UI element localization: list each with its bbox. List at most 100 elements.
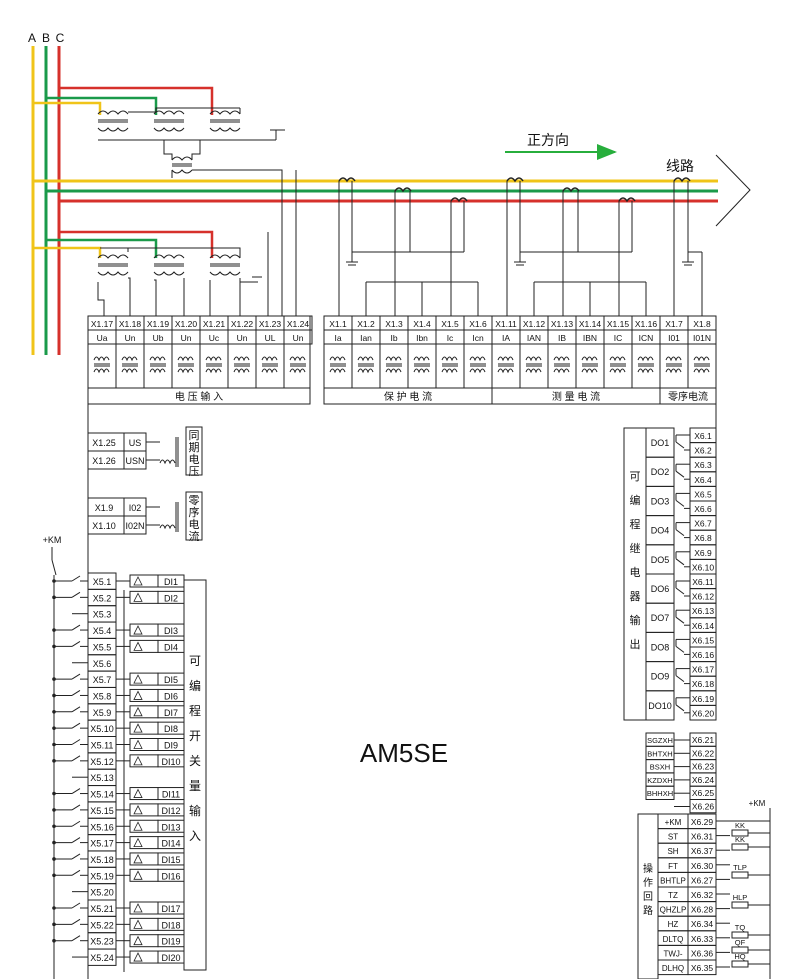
led-icon bbox=[133, 854, 143, 864]
binary-input-channel: DI9 bbox=[164, 741, 178, 751]
top-group-labels: 电 压 输 入保 护 电 流测 量 电 流零序电流 bbox=[87, 387, 717, 405]
signal-terminal: X6.24 bbox=[692, 775, 714, 785]
binary-input-channel: DI14 bbox=[161, 839, 180, 849]
signal-name: BHTXH bbox=[647, 749, 672, 758]
binary-input-label-char: 开 bbox=[189, 729, 201, 743]
relay-contact-icon bbox=[675, 441, 685, 449]
operation-label-char: 路 bbox=[643, 904, 653, 917]
input-contact-icon bbox=[71, 739, 81, 745]
operation-component-label: HQ bbox=[734, 952, 745, 961]
zero_seq_input-label-char: 零 bbox=[189, 494, 200, 507]
lower-pt-group bbox=[33, 230, 269, 316]
input-coil-icon bbox=[553, 368, 570, 374]
signal-terminal: X6.26 bbox=[692, 802, 714, 812]
operation-signal: HZ bbox=[668, 920, 679, 929]
binary-input-terminal: X5.16 bbox=[90, 822, 114, 832]
relay-output-label-char: 输 bbox=[630, 613, 641, 627]
operation-terminal: X6.37 bbox=[691, 846, 713, 856]
device-frame bbox=[87, 315, 717, 979]
terminal-signal: Un bbox=[125, 333, 136, 343]
input-coil-icon bbox=[469, 368, 486, 374]
zero_seq_input-label-char: 电 bbox=[189, 518, 200, 531]
terminal-signal: Ua bbox=[97, 333, 108, 343]
led-icon bbox=[133, 576, 143, 586]
relay-terminal: X6.13 bbox=[692, 606, 714, 616]
binary-input-channel: DI16 bbox=[161, 871, 180, 881]
operation-signal: SH bbox=[667, 847, 678, 856]
sync_voltage-label-box bbox=[185, 426, 203, 476]
led-icon bbox=[133, 821, 143, 831]
binary-input-label-char: 量 bbox=[189, 779, 201, 793]
input-contact-icon bbox=[71, 918, 81, 925]
relay-contact-icon bbox=[675, 704, 685, 712]
signal-output-block: SGZXHBHTXHBSXHKZDXHBHHXHX6.21X6.22X6.23X… bbox=[645, 732, 717, 814]
binary-input-terminal: X5.10 bbox=[90, 724, 114, 734]
operation-terminal: X6.34 bbox=[691, 919, 713, 929]
input-contact-icon bbox=[71, 640, 81, 647]
relay-terminal: X6.12 bbox=[692, 592, 714, 602]
terminal-signal: I01 bbox=[668, 333, 680, 343]
line-ct-group bbox=[295, 170, 703, 316]
terminal-signal: Ib bbox=[390, 333, 397, 343]
input-coil-icon bbox=[121, 356, 138, 362]
led-icon bbox=[133, 674, 143, 684]
operation-component-label: QF bbox=[735, 938, 746, 947]
binary-input-channel: DI8 bbox=[164, 724, 178, 734]
operation-signal: +KM bbox=[665, 818, 682, 827]
operation-label-char: 作 bbox=[643, 877, 653, 889]
binary-input-terminal: X5.5 bbox=[93, 642, 112, 652]
relay-channel: DO10 bbox=[648, 701, 672, 711]
led-icon bbox=[133, 592, 143, 602]
transformer-icon bbox=[159, 524, 176, 530]
input-coil-icon bbox=[357, 368, 374, 374]
relay-contact-icon bbox=[675, 616, 685, 624]
input-coil-icon bbox=[665, 356, 682, 362]
phase-label-c: C bbox=[56, 31, 65, 45]
relay-channel: DO5 bbox=[651, 555, 670, 565]
input-coil-icon bbox=[149, 356, 166, 362]
led-icon bbox=[133, 805, 143, 815]
junction-dot bbox=[52, 693, 56, 698]
binary-input-terminal: X5.3 bbox=[93, 610, 112, 620]
input-coil-icon bbox=[693, 356, 710, 362]
operation-component-label: KK bbox=[735, 821, 745, 830]
transformer-icon bbox=[159, 459, 176, 465]
terminal-id: X1.21 bbox=[203, 319, 225, 329]
terminal-id: X1.17 bbox=[91, 319, 113, 329]
line-arrow-outline bbox=[715, 154, 751, 227]
terminal-signal: IC bbox=[614, 333, 623, 343]
input-coil-icon bbox=[581, 368, 598, 374]
terminal-signal: Un bbox=[181, 333, 192, 343]
relay-channel: DO9 bbox=[651, 672, 670, 682]
relay-terminal: X6.5 bbox=[694, 489, 712, 499]
component-icon bbox=[731, 901, 749, 909]
binary-input-terminal: X5.9 bbox=[93, 708, 112, 718]
operation-signal: DLTQ bbox=[663, 935, 684, 944]
operation-terminal: X6.30 bbox=[691, 861, 713, 871]
terminal-id: X1.12 bbox=[523, 319, 545, 329]
relay-channel: DO6 bbox=[651, 584, 670, 594]
junction-dot bbox=[52, 791, 56, 796]
terminal-id: X1.20 bbox=[175, 319, 197, 329]
binary-input-channel: DI11 bbox=[162, 790, 180, 800]
group-zero-seq bbox=[659, 387, 717, 405]
terminal-id: X1.19 bbox=[147, 319, 169, 329]
led-icon bbox=[133, 755, 143, 766]
input-coil-icon bbox=[289, 356, 306, 362]
led-icon bbox=[133, 837, 143, 847]
input-contact-icon bbox=[71, 624, 81, 631]
junction-dot bbox=[52, 938, 56, 943]
binary-input-channel: DI1 bbox=[164, 577, 178, 587]
binary-input-terminal: X5.1 bbox=[93, 577, 112, 587]
input-coil-icon bbox=[233, 356, 250, 362]
junction-dot bbox=[52, 759, 56, 763]
led-icon bbox=[133, 919, 143, 929]
binary-input-channel: DI3 bbox=[164, 626, 178, 636]
phase-label-a: A bbox=[28, 31, 36, 45]
signal-terminal: X6.21 bbox=[692, 735, 714, 745]
binary-input-channel: DI20 bbox=[161, 953, 180, 963]
terminal-signal: Ian bbox=[360, 333, 372, 343]
relay-terminal: X6.4 bbox=[694, 475, 712, 485]
input-coil-icon bbox=[357, 356, 374, 362]
